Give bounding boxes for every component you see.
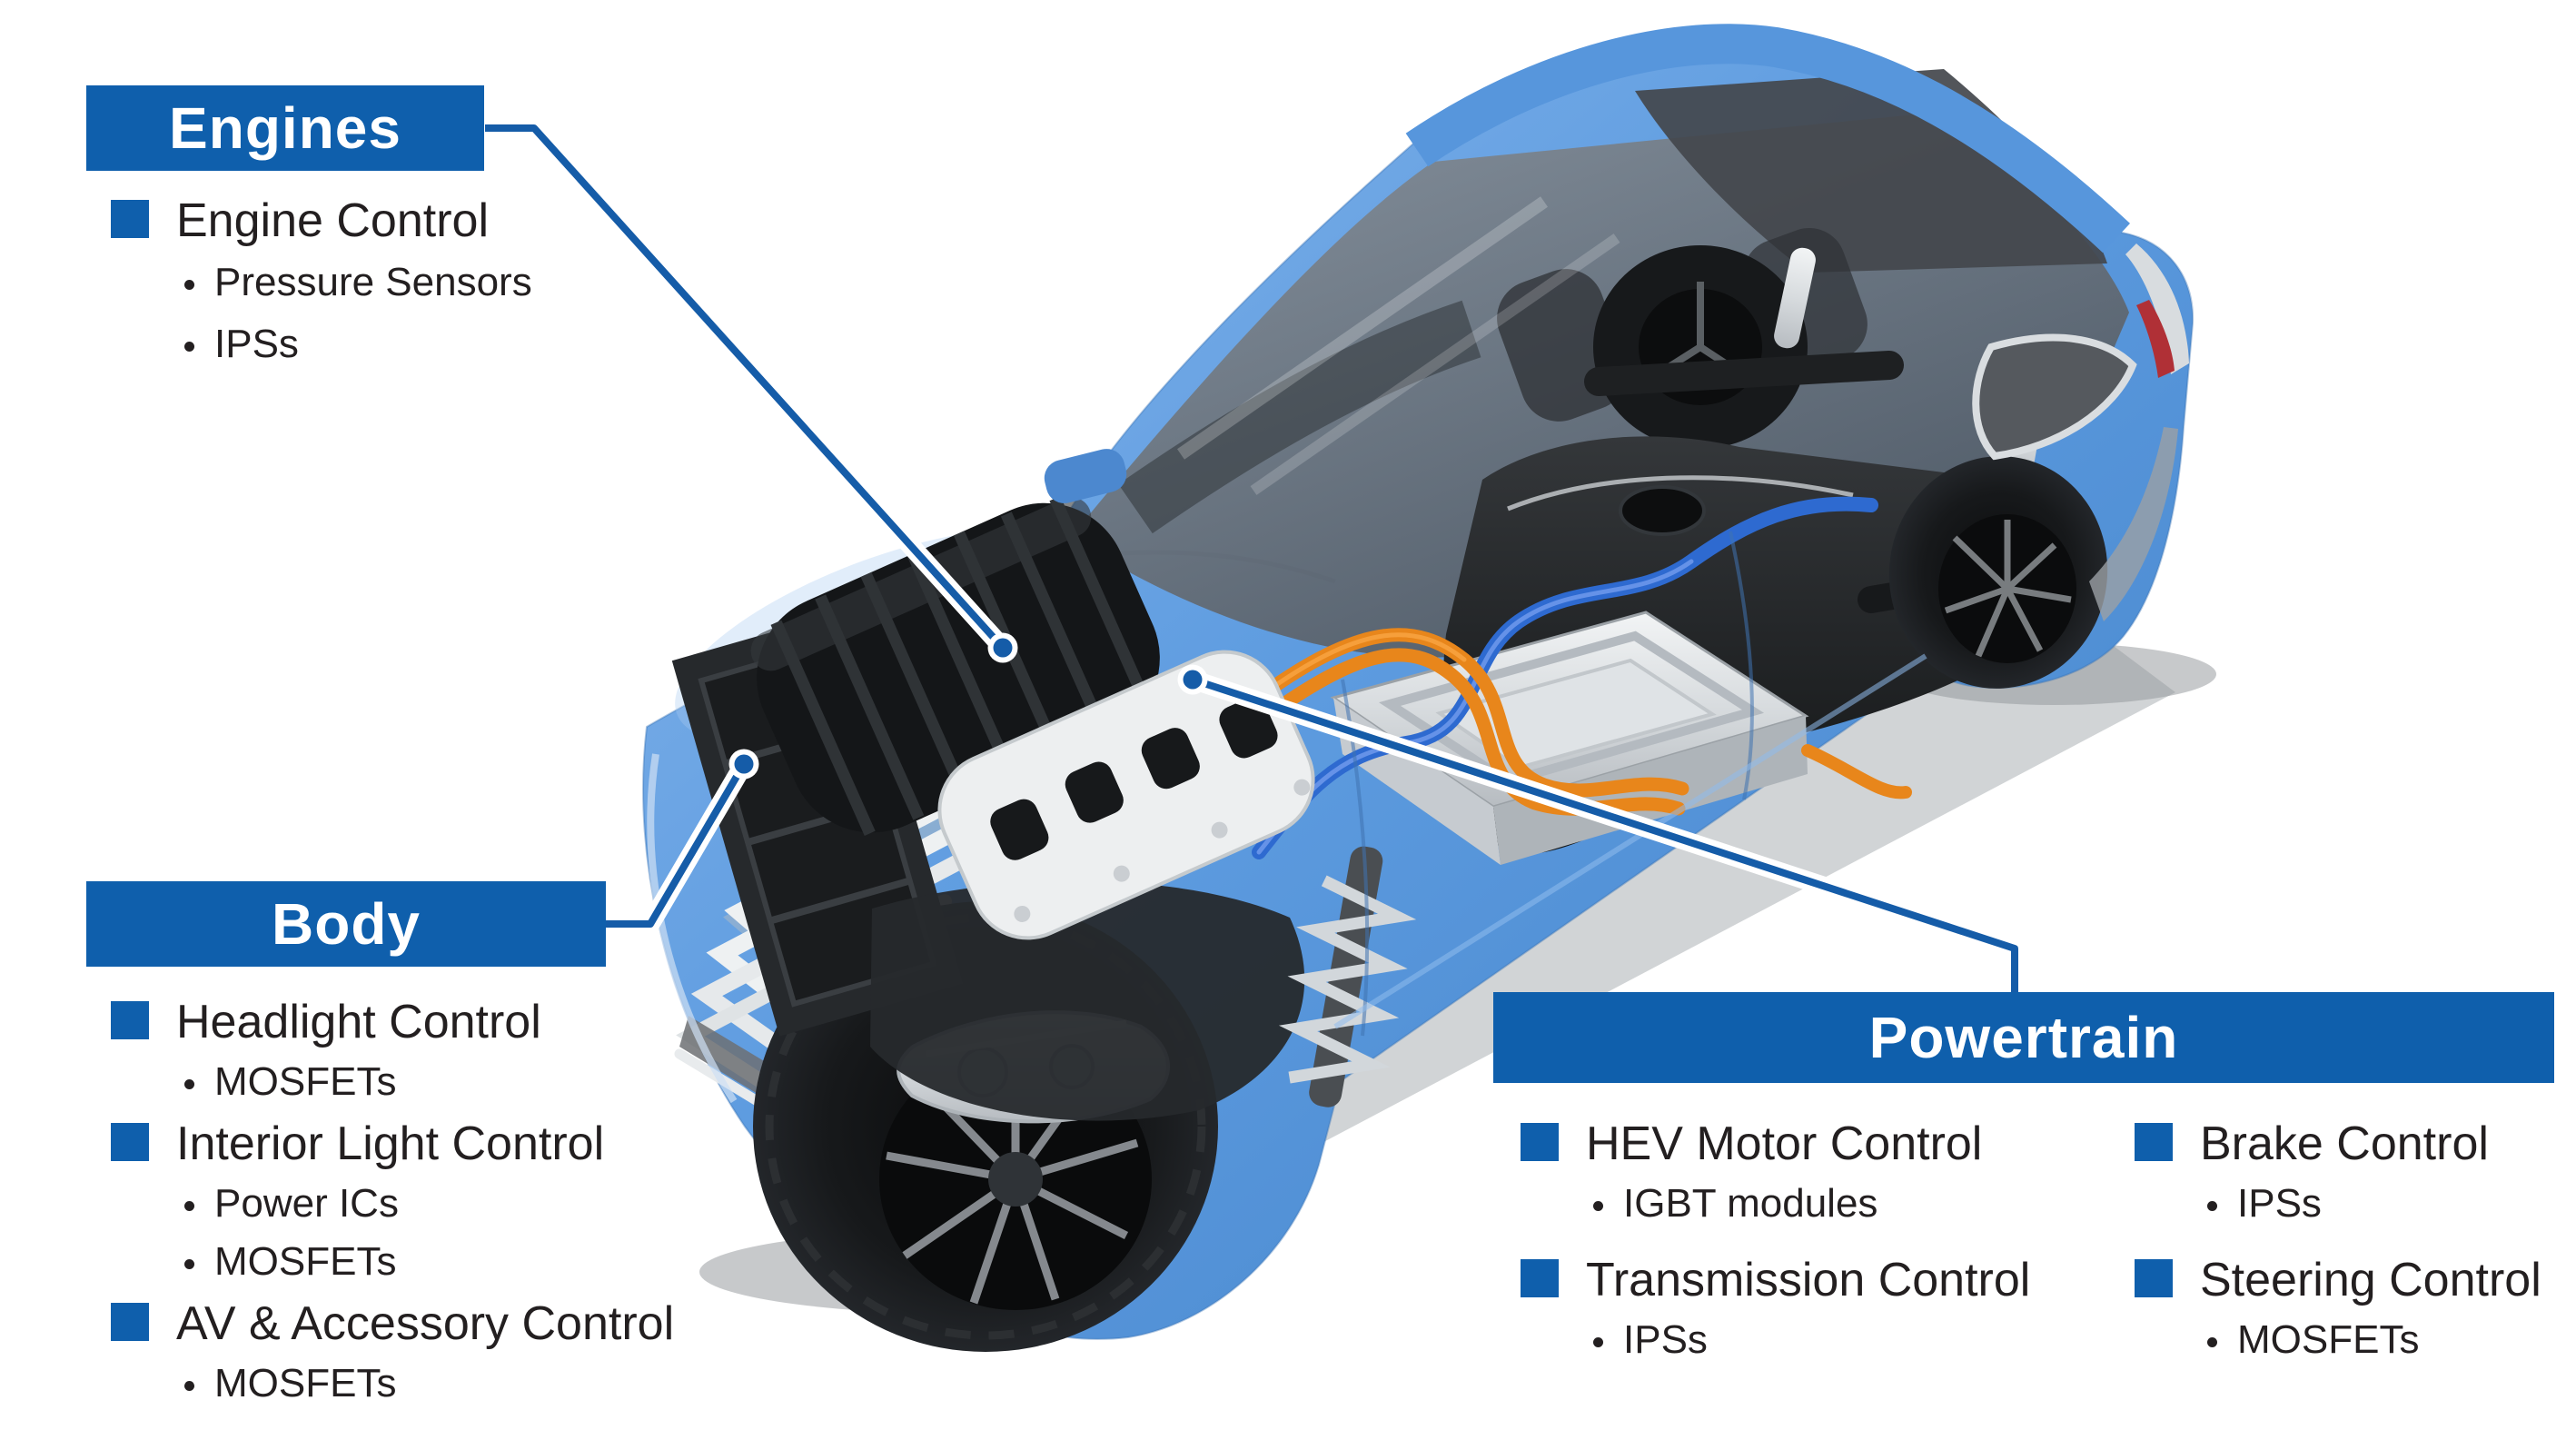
item-label: Headlight Control: [176, 996, 541, 1048]
subitem-dot-icon: [184, 1078, 194, 1089]
subitem-label: Pressure Sensors: [214, 260, 532, 304]
sub-item: Power ICs: [86, 1181, 722, 1227]
item-label: Engine Control: [176, 194, 489, 247]
side-mirror: [1044, 449, 1127, 503]
subitem-dot-icon: [184, 1200, 194, 1211]
item-bullet-icon: [2135, 1259, 2173, 1297]
roof-band: [1405, 24, 2131, 253]
sub-item: IPSs: [86, 322, 668, 367]
powertrain-section: Powertrain HEV Motor Control IGBT module…: [1493, 992, 2565, 1390]
item-label: HEV Motor Control: [1586, 1117, 1983, 1170]
quarter-window: [1972, 333, 2137, 461]
sub-item: IGBT modules: [1521, 1181, 2135, 1227]
powertrain-column-right: Brake Control IPSs Steering Control MOSF…: [2135, 1117, 2576, 1390]
powertrain-column-left: HEV Motor Control IGBT modules Transmiss…: [1521, 1117, 2135, 1390]
engines-section: Engines Engine Control Pressure Sensors …: [86, 85, 668, 383]
list-item: AV & Accessory Control: [86, 1297, 722, 1350]
subitem-label: IPSs: [214, 322, 299, 366]
rear-left-wheel: [1584, 245, 2046, 487]
engine-illustration: [671, 495, 1417, 1121]
powertrain-banner: Powertrain: [1493, 992, 2554, 1083]
item-bullet-icon: [111, 1001, 149, 1039]
subitem-label: MOSFETs: [214, 1059, 397, 1104]
item-label: Brake Control: [2200, 1117, 2489, 1170]
taillight-illustration: [2125, 243, 2189, 378]
subitem-dot-icon: [184, 341, 194, 352]
list-item: Transmission Control: [1521, 1254, 2135, 1306]
subitem-dot-icon: [1593, 1336, 1603, 1347]
valve-cover: [937, 650, 1315, 940]
item-bullet-icon: [1521, 1123, 1559, 1161]
sub-item: MOSFETs: [86, 1239, 722, 1285]
subitem-dot-icon: [184, 1380, 194, 1391]
item-label: Interior Light Control: [176, 1117, 605, 1170]
rear-bumper-trim: [2089, 427, 2178, 621]
item-bullet-icon: [111, 200, 149, 238]
leader-line-body: [606, 749, 759, 934]
subitem-label: MOSFETs: [2237, 1317, 2420, 1362]
list-item: HEV Motor Control: [1521, 1117, 2135, 1170]
list-item: Brake Control: [2135, 1117, 2576, 1170]
sub-item: IPSs: [2135, 1181, 2576, 1227]
body-details: [647, 449, 1927, 1104]
item-label: Steering Control: [2200, 1254, 2541, 1306]
sub-item: IPSs: [1521, 1317, 2135, 1363]
body-section: Body Headlight Control MOSFETs Interior …: [86, 881, 722, 1419]
suspension-strut: [1278, 846, 1417, 1107]
sub-item: MOSFETs: [86, 1361, 722, 1406]
subitem-label: MOSFETs: [214, 1239, 397, 1284]
body-title: Body: [272, 891, 421, 957]
list-item: Headlight Control: [86, 996, 722, 1048]
powertrain-columns: HEV Motor Control IGBT modules Transmiss…: [1493, 1117, 2565, 1390]
list-item: Engine Control: [86, 194, 668, 247]
subitem-label: Power ICs: [214, 1181, 399, 1226]
subitem-dot-icon: [184, 1258, 194, 1269]
item-bullet-icon: [111, 1303, 149, 1341]
subitem-dot-icon: [1593, 1200, 1603, 1211]
subitem-label: IGBT modules: [1623, 1181, 1878, 1226]
subitem-dot-icon: [184, 279, 194, 290]
item-bullet-icon: [111, 1123, 149, 1161]
leader-line-engines: [485, 118, 1018, 663]
list-item: Interior Light Control: [86, 1117, 722, 1170]
subitem-label: IPSs: [1623, 1317, 1708, 1362]
item-label: AV & Accessory Control: [176, 1297, 675, 1350]
item-bullet-icon: [2135, 1123, 2173, 1161]
subitem-label: IPSs: [2237, 1181, 2322, 1226]
rear-right-wheel: [1888, 456, 2108, 689]
item-label: Transmission Control: [1586, 1254, 2031, 1306]
list-group: Interior Light Control Power ICs MOSFETs: [86, 1117, 722, 1285]
sub-item: MOSFETs: [86, 1059, 722, 1105]
body-banner: Body: [86, 881, 606, 967]
powertrain-title: Powertrain: [1868, 1005, 2179, 1070]
engines-title: Engines: [169, 95, 401, 161]
engines-banner: Engines: [86, 85, 484, 171]
list-group: Headlight Control MOSFETs: [86, 996, 722, 1105]
subitem-dot-icon: [2207, 1200, 2217, 1211]
subitem-label: MOSFETs: [214, 1361, 397, 1405]
sub-item: MOSFETs: [2135, 1317, 2576, 1363]
leader-line-powertrain: [1177, 664, 2025, 994]
subitem-dot-icon: [2207, 1336, 2217, 1347]
list-group: AV & Accessory Control MOSFETs: [86, 1297, 722, 1406]
sub-item: Pressure Sensors: [86, 260, 668, 305]
item-bullet-icon: [1521, 1259, 1559, 1297]
list-item: Steering Control: [2135, 1254, 2576, 1306]
leader-lines: [485, 118, 2025, 994]
